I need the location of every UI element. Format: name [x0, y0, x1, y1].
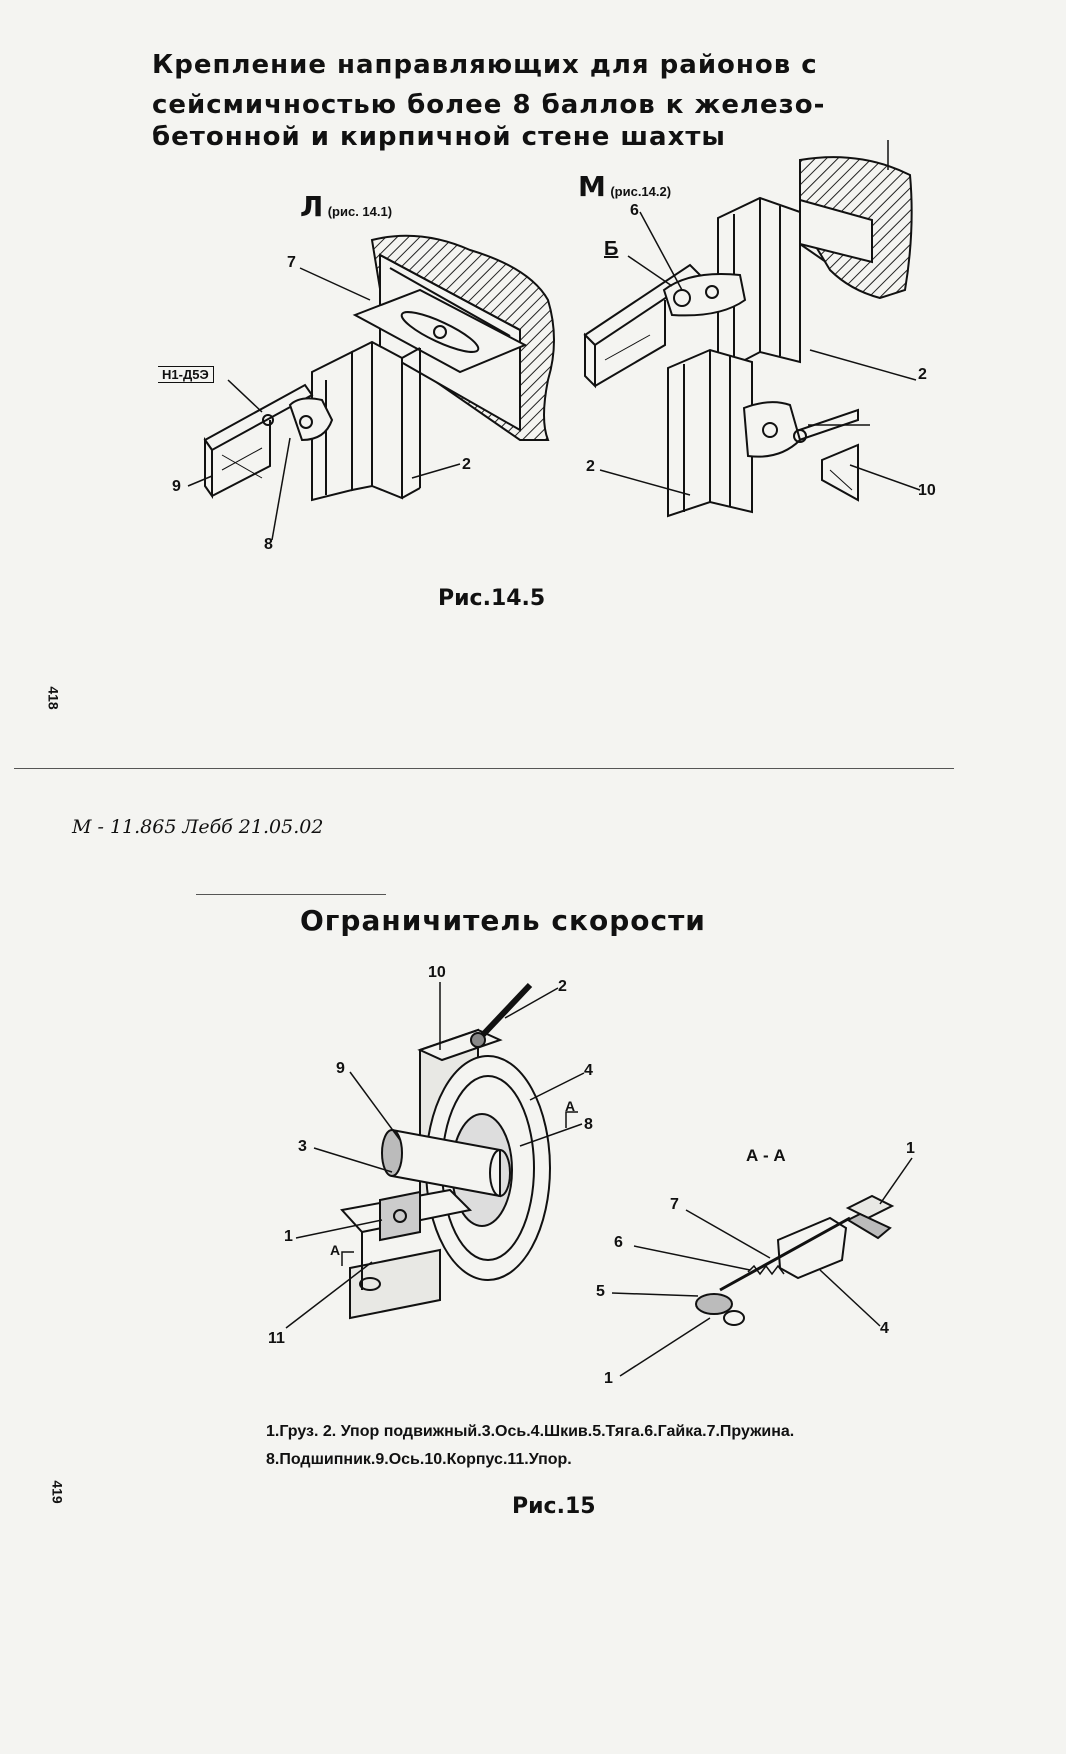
view-m-label: М (рис.14.2) [578, 170, 671, 203]
callout-3: 3 [298, 1138, 307, 1155]
legend-line-1: 1.Груз. 2. Упор подвижный.3.Ось.4.Шкив.5… [266, 1423, 795, 1440]
short-rule [196, 894, 386, 895]
callout-aa-7: 7 [670, 1196, 679, 1213]
section2-title: Ограничитель скорости [300, 904, 706, 937]
page-divider [14, 768, 954, 769]
section1-title-line-1: Крепление направляющих для районов с [152, 50, 818, 80]
callout-m-2-lower: 2 [586, 458, 595, 475]
legend-line-2: 8.Подшипник.9.Ось.10.Корпус.11.Упор. [266, 1451, 572, 1468]
view-m-ref: (рис.14.2) [610, 184, 672, 199]
callout-m-b: Б [604, 238, 619, 260]
callout-aa-1-top: 1 [906, 1140, 915, 1157]
callout-m-2-upper: 2 [918, 366, 927, 383]
view-l-ref: (рис. 14.1) [327, 204, 393, 219]
section1-title-line-3: бетонной и кирпичной стене шахты [152, 122, 726, 152]
view-m-letter: М [578, 170, 606, 203]
callout-m-10: 10 [918, 482, 936, 499]
figure-caption-15: Рис.15 [512, 1494, 596, 1519]
callout-1: 1 [284, 1228, 293, 1245]
view-l-label: Л (рис. 14.1) [300, 190, 392, 223]
callout-l-n1d5e: Н1-Д5Э [158, 366, 214, 383]
parts-legend: 1.Груз. 2. Упор подвижный.3.Ось.4.Шкив.5… [266, 1418, 946, 1474]
figure-caption-14-5: Рис.14.5 [438, 586, 546, 611]
callout-l-9: 9 [172, 478, 181, 495]
callout-l-7: 7 [287, 254, 296, 271]
section1-title-line-2: сейсмичностью более 8 баллов к железо- [152, 90, 826, 120]
callout-aa-1-bottom: 1 [604, 1370, 613, 1387]
view-l-letter: Л [300, 190, 324, 223]
margin-page-number-bottom: 419 [49, 1480, 66, 1504]
callout-l-2: 2 [462, 456, 471, 473]
section-aa-title: А - А [746, 1146, 786, 1165]
handwritten-note: М - 11.865 Лебб 21.05.02 [72, 816, 324, 838]
callout-2: 2 [558, 978, 567, 995]
callout-a-bottom: А [330, 1242, 341, 1258]
callout-m-6: 6 [630, 202, 639, 219]
callout-a-top: А [565, 1098, 576, 1114]
callout-aa-4: 4 [880, 1320, 889, 1337]
callout-4: 4 [584, 1062, 593, 1079]
callout-l-8: 8 [264, 536, 273, 553]
callout-9: 9 [336, 1060, 345, 1077]
callout-10: 10 [428, 964, 446, 981]
callout-aa-6: 6 [614, 1234, 623, 1251]
callout-11: 11 [268, 1330, 285, 1347]
callout-8: 8 [584, 1116, 593, 1133]
callout-aa-5: 5 [596, 1283, 605, 1300]
